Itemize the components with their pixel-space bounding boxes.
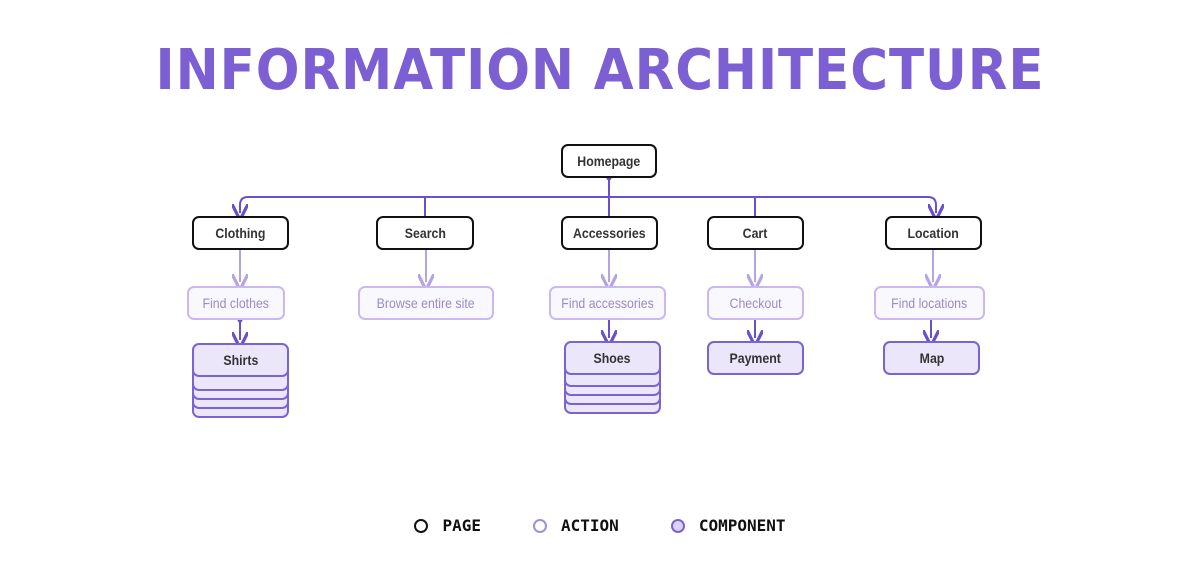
node-clothing[interactable]: Clothing	[192, 216, 289, 250]
node-map[interactable]: Map	[883, 341, 980, 375]
circle-filled-icon	[670, 518, 685, 533]
node-accessories-label: Accessories	[573, 225, 646, 241]
node-find-locations[interactable]: Find locations	[874, 286, 985, 320]
node-cart[interactable]: Cart	[707, 216, 804, 250]
node-cart-label: Cart	[743, 225, 768, 241]
node-clothing-label: Clothing	[215, 225, 266, 241]
node-find-clothes[interactable]: Find clothes	[187, 286, 285, 320]
node-browse-entire-site[interactable]: Browse entire site	[358, 286, 494, 320]
circle-outline-light-icon	[533, 518, 548, 533]
circle-outline-icon	[414, 518, 429, 533]
node-checkout-label: Checkout	[729, 295, 782, 311]
node-shoes-label: Shoes	[594, 350, 631, 366]
node-search-label: Search	[404, 225, 446, 241]
node-checkout[interactable]: Checkout	[707, 286, 804, 320]
legend-label-page: PAGE	[442, 516, 482, 535]
node-search[interactable]: Search	[376, 216, 474, 250]
node-location[interactable]: Location	[885, 216, 982, 250]
node-payment-label: Payment	[729, 350, 782, 366]
legend-item-page: PAGE	[414, 516, 481, 535]
node-find-accessories[interactable]: Find accessories	[549, 286, 666, 320]
node-find-locations-label: Find locations	[891, 295, 968, 311]
legend-item-action: ACTION	[533, 516, 619, 535]
node-find-accessories-label: Find accessories	[561, 295, 654, 311]
node-find-clothes-label: Find clothes	[202, 295, 270, 311]
legend-label-action: ACTION	[561, 516, 619, 535]
legend-item-component: COMPONENT	[670, 516, 786, 535]
node-accessories[interactable]: Accessories	[561, 216, 658, 250]
node-payment[interactable]: Payment	[707, 341, 804, 375]
node-homepage-label: Homepage	[577, 153, 641, 169]
node-shoes[interactable]: Shoes	[564, 341, 661, 375]
node-location-label: Location	[907, 225, 960, 241]
node-shirts-label: Shirts	[223, 352, 258, 368]
diagram-title: INFORMATION ARCHITECTURE	[155, 38, 1045, 103]
edge-bus	[239, 196, 937, 213]
legend-label-component: COMPONENT	[698, 516, 786, 535]
legend: PAGE ACTION COMPONENT	[0, 516, 1200, 535]
node-homepage[interactable]: Homepage	[561, 144, 657, 178]
node-shirts[interactable]: Shirts	[192, 343, 289, 377]
node-browse-entire-site-label: Browse entire site	[377, 295, 475, 311]
node-map-label: Map	[919, 350, 944, 366]
